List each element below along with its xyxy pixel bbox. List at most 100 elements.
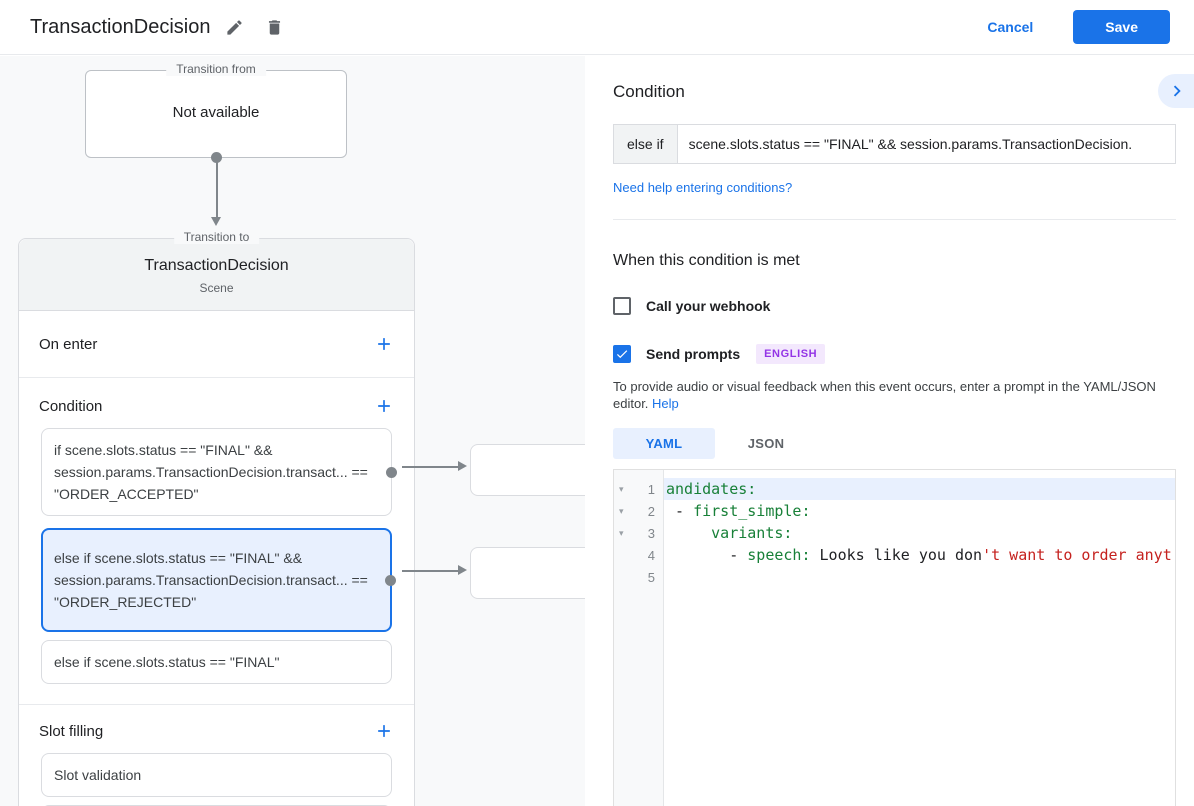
slot-validation-label: Slot validation xyxy=(54,767,142,783)
edit-title-button[interactable] xyxy=(218,11,250,43)
condition-text: if scene.slots.status == "FINAL" && sess… xyxy=(54,442,368,502)
condition-input-group: else if xyxy=(613,124,1176,164)
arrow-right-icon xyxy=(458,461,467,471)
gutter-row: ▾2 xyxy=(614,500,663,522)
scene-flow-canvas: Transition from Not available Transition… xyxy=(0,56,600,806)
chevron-right-icon xyxy=(1166,80,1188,102)
transition-target-box[interactable] xyxy=(470,547,600,599)
scene-name: TransactionDecision xyxy=(144,257,289,274)
code-token-key: first_simple: xyxy=(693,502,811,520)
slot-filling-label: Slot filling xyxy=(39,722,104,740)
editor-tabs: YAML JSON xyxy=(613,428,1176,459)
prompt-description: To provide audio or visual feedback when… xyxy=(613,379,1156,411)
arrow-right-icon xyxy=(458,565,467,575)
add-on-enter-button[interactable] xyxy=(374,334,394,354)
add-slot-button[interactable] xyxy=(374,721,394,741)
tab-yaml[interactable]: YAML xyxy=(613,428,715,459)
condition-text: else if scene.slots.status == "FINAL" xyxy=(54,654,280,670)
tab-json[interactable]: JSON xyxy=(747,436,785,451)
code-token-string: 't want to order anyt xyxy=(982,546,1172,564)
gutter-row: 4 xyxy=(614,544,663,566)
slot-filling-section-row: Slot filling xyxy=(19,719,414,743)
scene-type-label: Scene xyxy=(199,281,234,295)
transition-to-legend: Transition to xyxy=(173,230,260,244)
line-number: 3 xyxy=(647,525,655,541)
collapse-panel-button[interactable] xyxy=(1158,74,1194,108)
condition-section: Condition else if Need help entering con… xyxy=(613,56,1194,220)
condition-editor-panel: Condition else if Need help entering con… xyxy=(585,56,1194,806)
arrow-down-icon xyxy=(211,217,221,226)
cancel-button[interactable]: Cancel xyxy=(987,19,1034,35)
when-met-section: When this condition is met Call your web… xyxy=(613,220,1176,806)
connector-dot xyxy=(211,152,222,163)
gutter-row: ▾3 xyxy=(614,522,663,544)
on-enter-row: On enter xyxy=(19,311,414,378)
connector-line xyxy=(402,466,460,468)
line-number: 2 xyxy=(647,503,655,519)
add-condition-button[interactable] xyxy=(374,396,394,416)
send-prompts-checkbox[interactable] xyxy=(613,345,631,363)
send-prompts-row: Send prompts ENGLISH xyxy=(613,344,1176,364)
condition-heading: Condition xyxy=(613,82,685,101)
code-token-plain: Looks like you don xyxy=(810,546,983,564)
on-enter-label: On enter xyxy=(39,335,98,353)
connector-dot xyxy=(385,574,396,586)
transition-from-legend: Transition from xyxy=(166,62,266,76)
code-token-plain: - xyxy=(666,546,748,564)
code-token-plain xyxy=(666,524,711,542)
connector-dot xyxy=(386,466,397,478)
code-token-key: speech: xyxy=(747,546,811,564)
line-number: 4 xyxy=(647,547,655,563)
delete-scene-button[interactable] xyxy=(258,11,290,43)
when-met-heading: When this condition is met xyxy=(613,252,800,269)
condition-text: else if scene.slots.status == "FINAL" &&… xyxy=(54,550,368,610)
language-badge: ENGLISH xyxy=(756,344,826,364)
line-number: 5 xyxy=(647,569,655,585)
code-token-key: variants: xyxy=(711,524,793,542)
condition-operator-label: else if xyxy=(613,124,678,164)
code-token-plain: - xyxy=(666,502,694,520)
condition-section-row: Condition xyxy=(19,394,414,418)
transition-target-box[interactable] xyxy=(470,444,600,496)
condition-label: Condition xyxy=(39,397,103,415)
top-bar: TransactionDecision Cancel Save xyxy=(0,0,1194,55)
slot-validation-card[interactable]: Slot validation xyxy=(41,753,392,797)
fold-arrow-icon[interactable]: ▾ xyxy=(619,505,624,516)
condition-expression-input[interactable] xyxy=(676,124,1176,164)
webhook-checkbox[interactable] xyxy=(613,297,631,315)
webhook-label: Call your webhook xyxy=(646,298,771,314)
editor-code-area[interactable]: andidates: - first_simple: variants: - s… xyxy=(664,470,1175,806)
condition-card-final[interactable]: else if scene.slots.status == "FINAL" xyxy=(41,640,392,684)
condition-card-accepted[interactable]: if scene.slots.status == "FINAL" && sess… xyxy=(41,428,397,516)
scene-card-header[interactable]: TransactionDecision Scene xyxy=(19,239,414,311)
check-icon xyxy=(615,347,629,361)
transition-from-value: Not available xyxy=(172,103,260,121)
line-number: 1 xyxy=(647,481,655,497)
gutter-row: 5 xyxy=(614,566,663,588)
code-line[interactable]: variants: xyxy=(664,522,1175,544)
help-link[interactable]: Help xyxy=(652,396,679,411)
save-button[interactable]: Save xyxy=(1073,10,1170,44)
webhook-row: Call your webhook xyxy=(613,297,1176,315)
code-line[interactable]: - first_simple: xyxy=(664,500,1175,522)
gutter-row: ▾1 xyxy=(614,478,663,500)
code-token-key: andidates: xyxy=(666,480,757,498)
code-line[interactable]: andidates: xyxy=(664,478,1175,500)
page-title: TransactionDecision xyxy=(30,15,211,38)
fold-arrow-icon[interactable]: ▾ xyxy=(619,527,624,538)
conditions-help-link[interactable]: Need help entering conditions? xyxy=(613,180,793,195)
transition-from-box[interactable]: Transition from Not available xyxy=(85,62,347,158)
divider xyxy=(19,704,414,705)
fold-arrow-icon[interactable]: ▾ xyxy=(619,483,624,494)
connector-line xyxy=(216,159,218,219)
condition-card-rejected[interactable]: else if scene.slots.status == "FINAL" &&… xyxy=(41,528,396,632)
code-line[interactable]: - speech: Looks like you don't want to o… xyxy=(664,544,1175,566)
trash-icon xyxy=(265,18,284,37)
pencil-icon xyxy=(225,18,244,37)
code-line[interactable] xyxy=(664,566,1175,588)
scene-card: Transition to TransactionDecision Scene … xyxy=(18,230,415,806)
connector-line xyxy=(402,570,460,572)
send-prompts-label: Send prompts xyxy=(646,346,741,362)
